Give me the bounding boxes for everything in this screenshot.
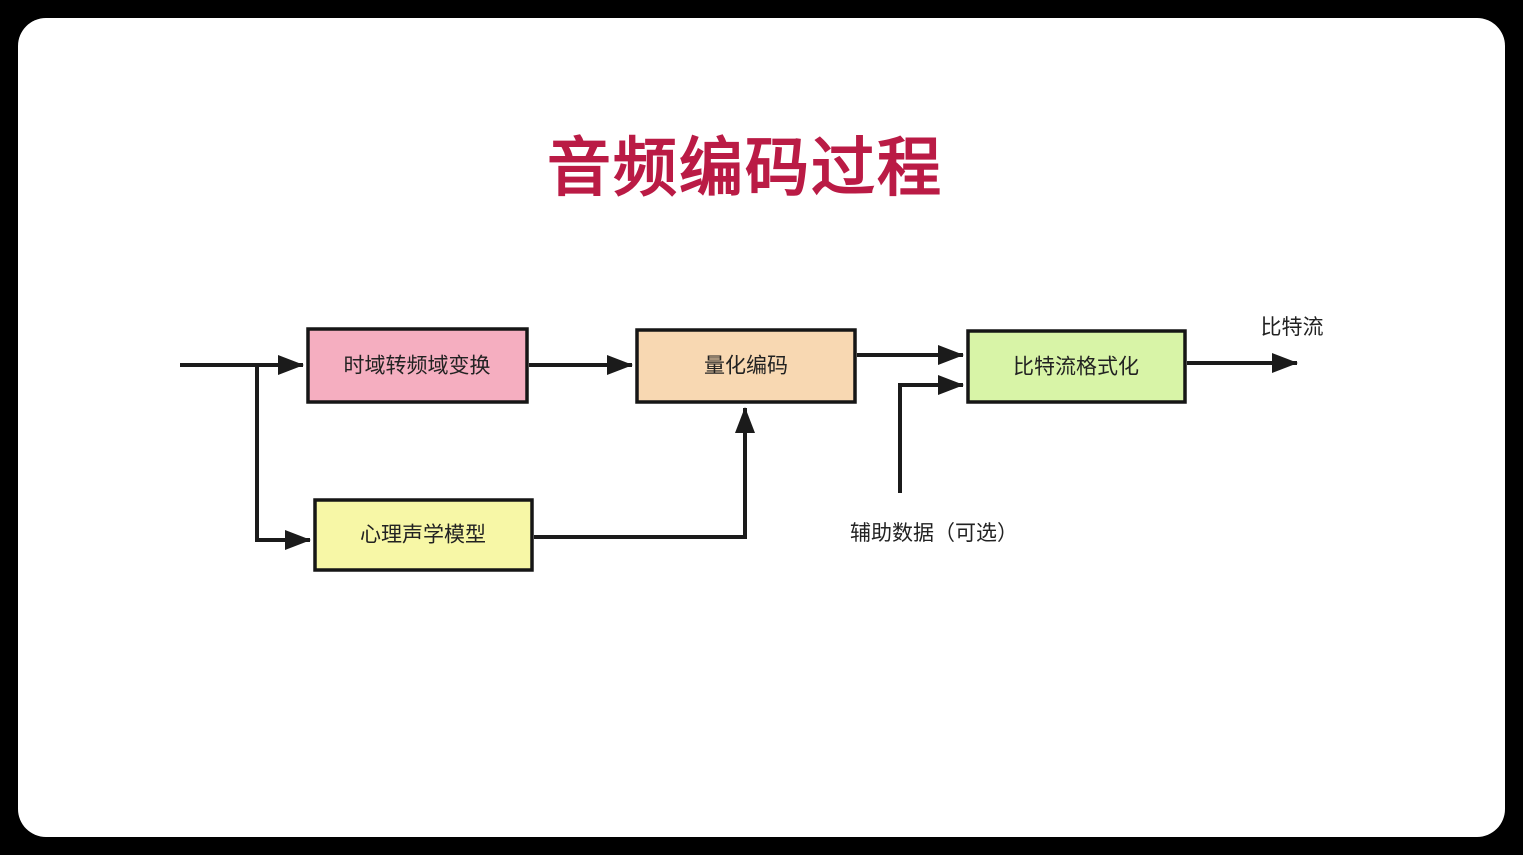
bitstream-output-label: 比特流 [1261, 316, 1324, 339]
node-time-to-freq-transform-box [306, 327, 529, 404]
page-title: 音频编码过程 [547, 132, 943, 204]
arrow-input-branch-to-psychoacoustic [255, 363, 311, 550]
aux-data-label: 辅助数据（可选） [850, 522, 1018, 545]
node-quantization-encoding: 量化编码 [635, 328, 857, 404]
arrow-auxdata-to-formatting [898, 375, 964, 493]
node-psychoacoustic-model: 心理声学模型 [313, 498, 534, 572]
node-bitstream-formatting-label: 比特流格式化 [1013, 356, 1139, 379]
node-bitstream-formatting-box [966, 329, 1187, 404]
node-psychoacoustic-model-label: 心理声学模型 [360, 524, 486, 547]
arrow-psychoacoustic-to-quantization [534, 407, 755, 539]
slide-card [18, 18, 1505, 837]
node-time-to-freq-transform-label: 时域转频域变换 [344, 355, 491, 378]
node-bitstream-formatting: 比特流格式化 [966, 329, 1187, 404]
node-quantization-encoding-label: 量化编码 [704, 355, 788, 378]
node-quantization-encoding-box [635, 328, 857, 404]
node-time-to-freq-transform: 时域转频域变换 [306, 327, 529, 404]
node-psychoacoustic-model-box [313, 498, 534, 572]
